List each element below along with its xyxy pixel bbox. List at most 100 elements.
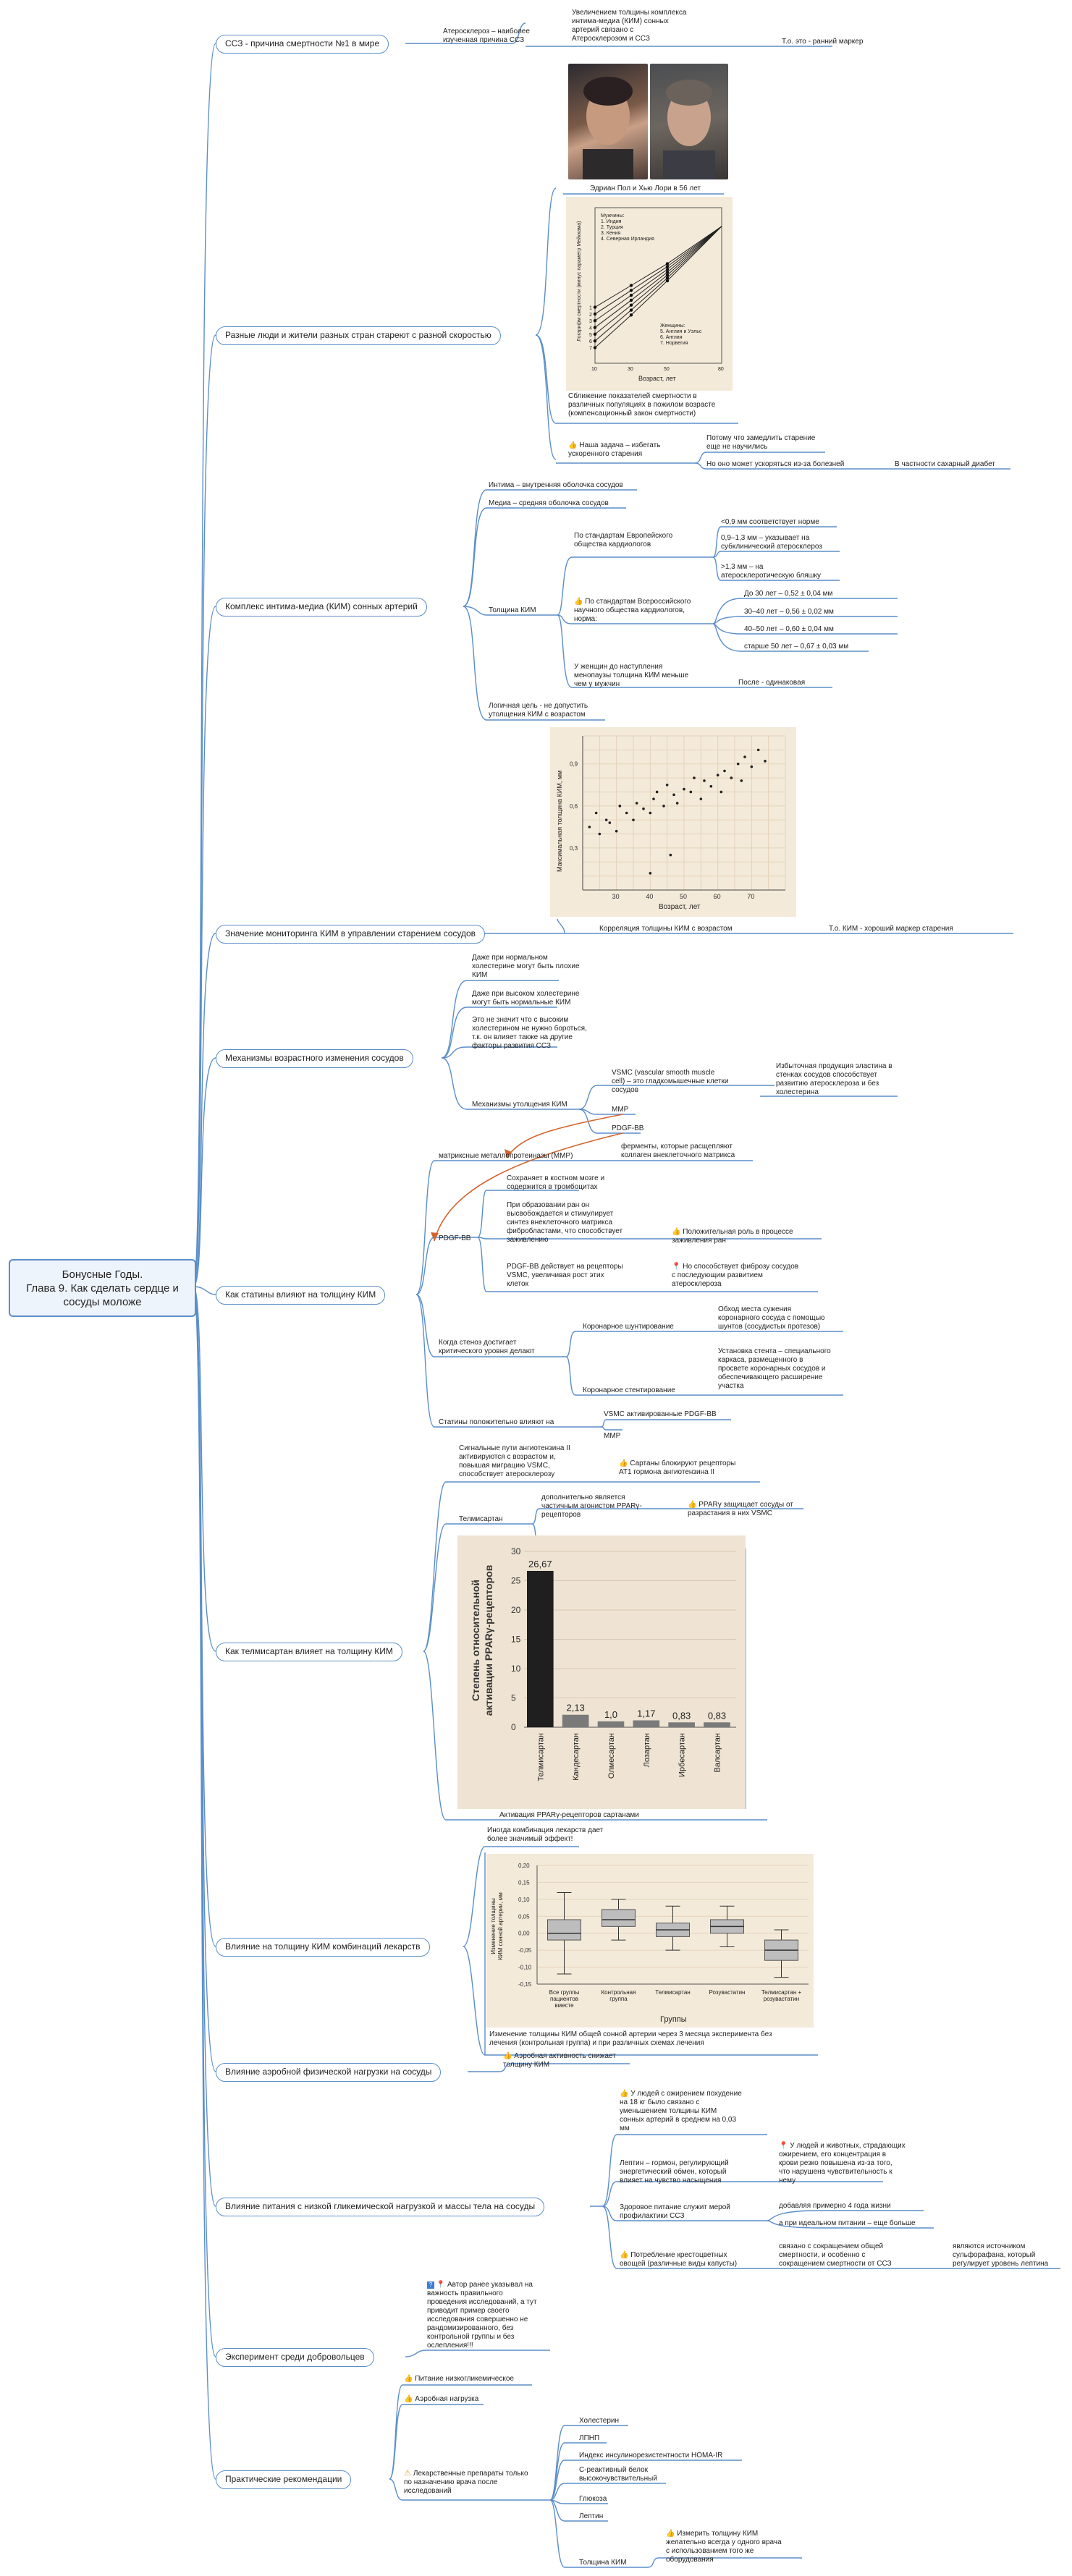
scatter-point [594,811,598,815]
eu-norm-3: >1,3 мм – на атеросклеротическую бляшку [721,563,822,580]
y-tick-label: 0,3 [570,845,578,852]
thumbs-up-icon: 👍 [688,1501,699,1509]
author-note: ? 📍 Автор ранее указывал на важность пра… [427,2281,537,2350]
bar-4 [633,1720,660,1727]
x-tick-label: Лозартан [643,1733,651,1767]
topic-cim-monitoring[interactable]: Значение мониторинга КИМ в управлении ст… [216,925,486,944]
legend-men: 2. Турция [601,225,623,230]
leptin-note: Лептин – гормон, регулирующий энергетиче… [620,2159,729,2185]
x-tick-label: Телмисартан [655,1989,690,1996]
atherosclerosis-note: Атеросклероз – наиболее изученная причин… [443,27,530,44]
series-number-label: 3 [589,319,592,324]
scatter-point [699,797,703,800]
weight-loss-note: 👍 У людей с ожирением похудение на 18 кг… [620,2090,742,2132]
mortality-point [593,326,597,329]
x-tick-label: Телмисартан [536,1733,545,1781]
series-number-label: 6 [589,339,592,344]
x-tick-label: пациентов [550,1996,578,2002]
mortality-point [593,339,597,343]
y-axis-label-line-1: Степень относительной [470,1580,481,1701]
photo-adrian-paul [568,64,648,179]
mortality-point [665,262,670,266]
x-tick-label: 10 [591,367,597,372]
topic-vascular-mechanisms[interactable]: Механизмы возрастного изменения сосудов [216,1049,413,1068]
x-tick-label: Телмисартан + [761,1989,802,1996]
low-glycemic-note: 👍 Питание низкогликемическое [404,2375,514,2383]
y-tick-label: 20 [511,1605,521,1615]
mortality-line-5 [594,226,722,335]
topic-cim[interactable]: Комплекс интима-медиа (КИМ) сонных артер… [216,598,427,617]
thumbs-up-icon: 👍 [620,2251,631,2259]
test-cholesterol: Холестерин [579,2417,619,2425]
pdgf-wound: При образовании ран он высвобождается и … [507,1201,623,1244]
scatter-point [719,790,723,794]
scatter-point [675,802,679,805]
series-number-label: 2 [589,313,592,318]
bar-value-label: 2,13 [566,1703,584,1713]
pdgf-receptors: PDGF-BB действует на рецепторы VSMC, уве… [507,1263,623,1288]
warning-icon: ⚠ [404,2469,413,2478]
thumbs-up-icon: 👍 [404,2375,415,2383]
x-tick-label: группа [609,1996,628,2002]
scatter-point [756,748,760,752]
media-note: Медиа – средняя оболочка сосудов [489,499,609,507]
topic-recommendations[interactable]: Практические рекомендации [216,2470,352,2489]
scatter-point [625,811,628,815]
boxplot-caption: Изменение толщины КИМ общей сонной артер… [489,2030,772,2047]
topic-cvd[interactable]: ССЗ - причина смертности №1 в мире [216,35,389,54]
x-tick-label: 50 [680,893,687,900]
y-tick-label: -0,10 [518,1965,532,1971]
statins-vsmc: VSMC активированные PDGF-BB [604,1410,717,1418]
vsmc-note: VSMC (vascular smooth muscle cell) – это… [612,1069,729,1094]
pdgf-positive: 👍 Положительная роль в процессе заживлен… [672,1228,793,1245]
ru-norm-2: 30–40 лет – 0,56 ± 0,02 мм [744,608,834,616]
plot-frame [594,207,722,364]
topic-aerobic[interactable]: Влияние аэробной физической нагрузки на … [216,2063,442,2082]
scatter-point [608,821,612,824]
thickening-mechanisms: Механизмы утолщения КИМ [472,1101,567,1109]
series-number-label: 5 [589,333,592,338]
ru-norm-4: старше 50 лет – 0,67 ± 0,03 мм [744,643,849,651]
y-tick-label: 0,9 [570,761,578,768]
topic-statins[interactable]: Как статины влияют на толщину КИМ [216,1286,386,1305]
mortality-point [629,303,633,307]
mortality-point [629,284,633,287]
scatter-point [665,783,669,787]
ru-norm-3: 40–50 лет – 0,60 ± 0,04 мм [744,625,834,633]
topic-nutrition[interactable]: Влияние питания с низкой гликемической н… [216,2198,545,2216]
series-number-label: 7 [589,347,592,352]
root-node[interactable]: Бонусные Годы. Глава 9. Как сделать серд… [9,1259,196,1317]
scatter-point [655,790,659,794]
x-tick-label: 30 [628,367,633,372]
photo-caption: Эдриан Пол и Хью Лори в 56 лет [590,185,701,192]
high-cholesterol-note: Даже при высоком холестерине могут быть … [472,990,580,1007]
scatter-point [716,774,719,777]
x-tick-label: Розувастатин [709,1989,746,1996]
sulforaphane-note: являются источником сульфорафана, которы… [953,2242,1049,2268]
topic-telmisartan[interactable]: Как телмисартан влияет на толщину КИМ [216,1643,402,1661]
eu-norm-2: 0,9–1,3 мм – указывает на субклинический… [721,534,822,551]
x-tick-label: 80 [718,367,724,372]
x-axis-label: Группы [660,2015,687,2024]
x-tick-label: Контрольная [602,1989,636,1996]
topic-aging-rates[interactable]: Разные люди и жители разных стран старею… [216,326,501,345]
mortality-point [629,313,633,317]
mortality-point [593,319,597,323]
test-ldl: ЛПНП [579,2434,600,2442]
eu-norm-1: <0,9 мм соответствует норме [721,518,819,526]
scatter-point [693,776,696,779]
statins-mmp: MMP [604,1432,621,1440]
topic-experiment[interactable]: Эксперимент среди добровольцев [216,2348,374,2367]
topic-drug-combinations[interactable]: Влияние на толщину КИМ комбинаций лекарс… [216,1938,430,1957]
bar-3 [597,1721,625,1727]
task-note: 👍 Наша задача – избегать ускоренного ста… [568,441,661,458]
y-tick-label: 25 [511,1576,521,1586]
y-tick-label: 0,20 [518,1863,530,1869]
x-tick-label: Ирбесартан [678,1733,687,1777]
chart-background [457,1535,746,1809]
y-tick-label: 0,10 [518,1897,530,1903]
mortality-point [629,298,633,302]
legend-men: 3. Кения [601,231,621,236]
